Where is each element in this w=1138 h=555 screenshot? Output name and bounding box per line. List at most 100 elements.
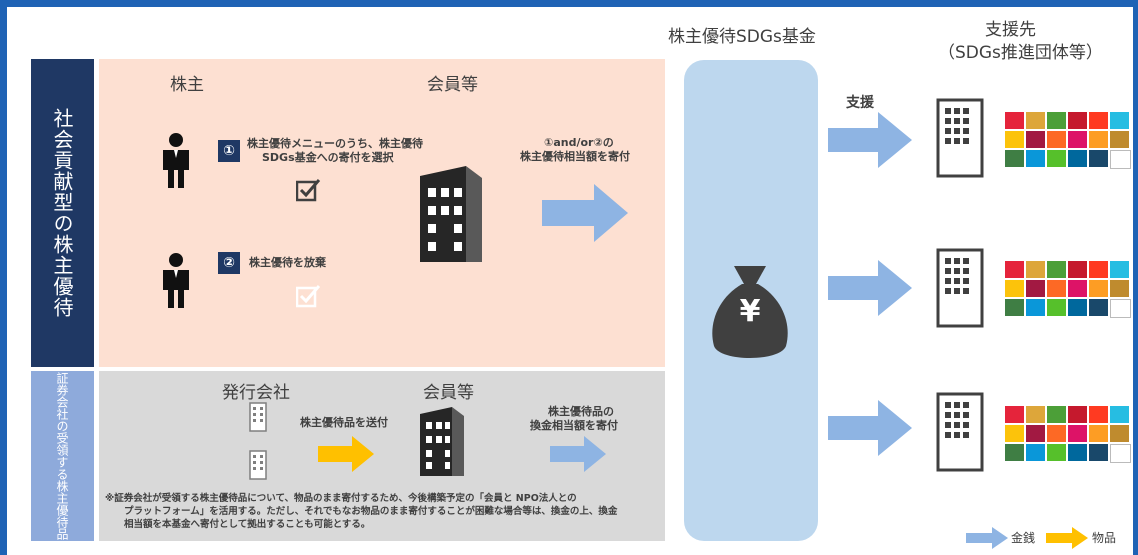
sdg-tile [1110,299,1131,318]
sdg-tile [1026,444,1045,461]
note-line2: プラットフォーム」を活用する。ただし、それでもなお物品のまま寄付することが困難な… [124,506,618,517]
yen-symbol: ¥ [739,294,761,329]
sdg-tile [1110,444,1131,463]
securities-side-label-box: 証券会社の受領する株主優待品 [31,371,94,541]
recipient-header: 支援先 [985,20,1036,40]
sdg-tile [1089,425,1108,442]
support-label: 支援 [846,95,874,111]
shareholder-header: 株主 [170,75,204,95]
sdg-tile [1089,406,1108,423]
frame-left [0,0,7,555]
sdg-tile [1110,131,1129,148]
frame-top [0,0,1138,7]
donate-line1: ①and/or②の [544,136,614,149]
sdg-tile [1026,280,1045,297]
note-line1: ※証券会社が受領する株主優待品について、物品のまま寄付するため、今後構築予定の「… [105,493,577,504]
legend-money-label: 金銭 [1011,531,1036,545]
money-arrow-icon [828,260,912,316]
sdg-tile [1068,406,1087,423]
securities-member-header: 会員等 [423,383,474,403]
sdg-icons-grid [1005,406,1131,463]
sdg-tile [1026,425,1045,442]
social-side-label: 社会貢献型の株主優待 [50,108,74,318]
step2-text: 株主優待を放棄 [249,256,326,269]
step1-line1: 株主優待メニューのうち、株主優待 [247,137,423,150]
sdg-tile [1047,299,1066,316]
sdg-tile [1110,261,1129,278]
sdg-tile [1110,112,1129,129]
sdg-tile [1110,280,1129,297]
send-label: 株主優待品を送付 [300,416,388,429]
recipient-building-icon [936,98,984,178]
note: ※証券会社が受領する株主優待品について、物品のまま寄付するため、今後構築予定の「… [105,492,617,531]
step1-line2: SDGs基金への寄付を選択 [262,151,394,164]
sdg-tile [1005,131,1024,148]
sdg-tile [1110,425,1129,442]
sdg-tile [1089,150,1108,167]
cash-line2: 換金相当額を寄付 [530,419,618,432]
sdg-tile [1068,280,1087,297]
goods-arrow-icon [318,436,374,472]
sdg-tile [1005,261,1024,278]
sdg-tile [1068,261,1087,278]
note-line3: 相当額を本基金へ寄付として拠出することも可能とする。 [124,519,371,530]
frame-right [1133,0,1138,555]
sdg-tile [1089,444,1108,461]
donate-line2: 株主優待相当額を寄付 [520,150,630,163]
person-icon [163,253,189,308]
sdg-tile [1047,425,1066,442]
sdg-tile [1068,444,1087,461]
sdg-tile [1110,150,1131,169]
issuer-building-icon [249,450,267,480]
securities-side-label: 証券会社の受領する株主優待品 [55,372,69,540]
recipient-building-icon [936,248,984,328]
money-arrow-icon [828,400,912,456]
sdg-tile [1089,112,1108,129]
legend-goods-label: 物品 [1092,531,1117,545]
step1-badge: ① [218,140,240,162]
issuer-building-icon [249,402,267,432]
sdg-tile [1089,299,1108,316]
building-icon [420,166,482,262]
sdg-tile [1068,425,1087,442]
sdg-tile [1110,406,1129,423]
member-header: 会員等 [427,75,478,95]
sdg-tile [1005,444,1024,461]
sdg-tile [1047,131,1066,148]
social-side-label-box: 社会貢献型の株主優待 [31,59,94,367]
legend-money-arrow [966,527,1008,549]
sdg-icons-grid [1005,261,1131,318]
building-icon [420,407,464,476]
fund-header: 株主優待SDGs基金 [668,27,816,47]
sdg-tile [1047,112,1066,129]
sdg-tile [1026,406,1045,423]
sdg-tile [1005,425,1024,442]
sdg-tile [1005,150,1024,167]
money-arrow-icon [542,184,628,242]
sdg-tile [1089,280,1108,297]
sdg-tile [1047,150,1066,167]
sdg-tile [1047,406,1066,423]
sdg-tile [1026,299,1045,316]
sdg-tile [1026,261,1045,278]
sdg-tile [1047,261,1066,278]
money-bag-icon [712,266,788,358]
sdg-tile [1005,280,1024,297]
money-arrow-icon [550,436,606,472]
sdg-tile [1068,112,1087,129]
sdg-tile [1026,150,1045,167]
checkbox-faded-icon [296,285,321,308]
sdg-tile [1068,131,1087,148]
recipient-building-icon [936,392,984,472]
checkbox-checked-icon [296,179,321,202]
sdg-icons-grid [1005,112,1131,169]
sdg-tile [1068,299,1087,316]
step2-badge: ② [218,252,240,274]
person-icon [163,133,189,188]
issuer-header: 発行会社 [222,383,290,403]
sdg-tile [1005,112,1024,129]
sdg-tile [1026,131,1045,148]
legend-goods-arrow [1046,527,1088,549]
sdg-tile [1089,131,1108,148]
cash-line1: 株主優待品の [548,405,614,418]
